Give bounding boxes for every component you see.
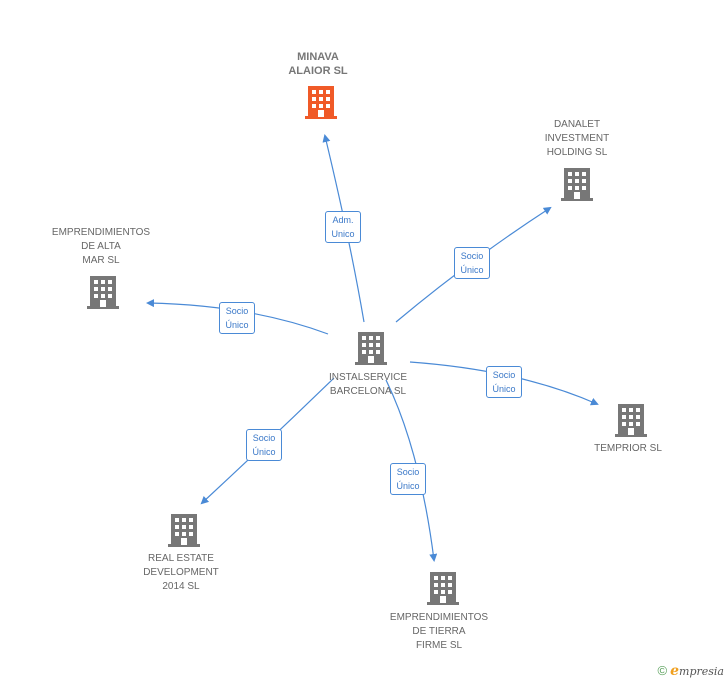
node-label-instalservice[interactable]: INSTALSERVICE BARCELONA SL [329, 372, 407, 397]
node-label-emprendimientos-alta-mar[interactable]: EMPRENDIMIENTOS DE ALTA MAR SL [51, 227, 151, 266]
building-icon[interactable] [427, 572, 459, 605]
node-label-minava[interactable]: MINAVA ALAIOR SL [288, 51, 348, 77]
node-label-temprior[interactable]: TEMPRIOR SL [594, 443, 662, 454]
edge-label-to-minava: Adm. Unico [325, 211, 361, 243]
edge-to-tierra-firme [385, 379, 438, 562]
footer-brand: ©empresia [658, 663, 724, 679]
empresia-logo-initial: e [670, 663, 680, 679]
node-label-danalet[interactable]: DANALET INVESTMENT HOLDING SL [544, 119, 610, 158]
edge-label-to-temprior: Socio Único [486, 366, 522, 398]
edge-label-to-tierra-firme: Socio Único [390, 463, 426, 495]
edge-label-to-real-estate: Socio Único [246, 429, 282, 461]
building-icon[interactable] [168, 514, 200, 547]
building-icon[interactable] [87, 276, 119, 309]
building-icon[interactable] [561, 168, 593, 201]
copyright-icon: © [657, 663, 668, 678]
building-icon[interactable] [305, 86, 337, 119]
building-icon[interactable] [615, 404, 647, 437]
node-label-emprendimientos-tierra-firme[interactable]: EMPRENDIMIENTOS DE TIERRA FIRME SL [389, 612, 489, 651]
edge-label-to-danalet: Socio Único [454, 247, 490, 279]
edge-label-to-alta-mar: Socio Único [219, 302, 255, 334]
empresia-logo-text: mpresia [679, 665, 724, 678]
building-icon[interactable] [355, 332, 387, 365]
node-label-real-estate[interactable]: REAL ESTATE DEVELOPMENT 2014 SL [143, 553, 219, 592]
